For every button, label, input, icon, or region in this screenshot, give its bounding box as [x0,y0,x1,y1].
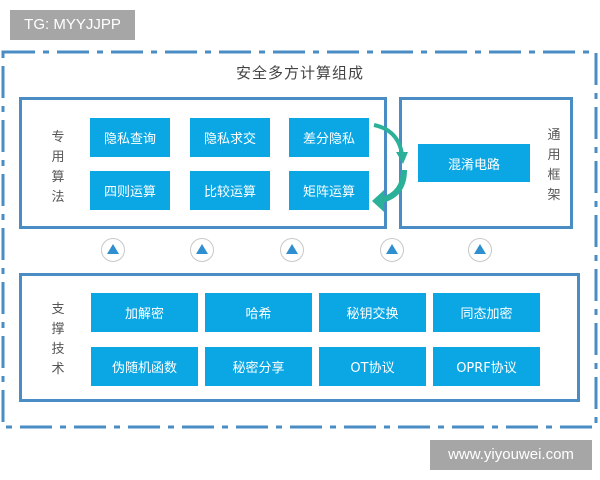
label-char: 算 [51,170,65,185]
label-char: 框 [547,168,561,183]
special-algorithms-label: 专 用 算 法 [50,128,66,208]
watermark: www.yiyouwei.com [430,440,592,470]
label-char: 用 [51,150,65,165]
label-char: 撑 [51,322,65,337]
general-framework-label: 通 用 框 架 [546,126,562,206]
label-char: 专 [51,130,65,145]
block-garbled-circuit: 混淆电路 [418,144,530,182]
up-arrow-icon [101,238,125,262]
up-arrow-icon [190,238,214,262]
block-homomorphic-encryption: 同态加密 [433,293,540,332]
block-secret-sharing: 秘密分享 [205,347,312,386]
block-key-exchange: 秘钥交换 [319,293,426,332]
block-private-query: 隐私查询 [90,118,170,157]
curved-arrow-icon [372,123,408,212]
block-hash: 哈希 [205,293,312,332]
up-arrow-icon [468,238,492,262]
label-char: 术 [51,362,65,377]
tag-label: TG: MYYJJPP [10,10,135,40]
block-private-set-intersection: 隐私求交 [190,118,270,157]
label-char: 架 [547,188,561,203]
block-ot-protocol: OT协议 [319,347,426,386]
up-arrow-icon [280,238,304,262]
block-prf: 伪随机函数 [91,347,198,386]
block-comparison: 比较运算 [190,171,270,210]
label-char: 技 [51,342,65,357]
block-arithmetic: 四则运算 [90,171,170,210]
up-arrow-icon [380,238,404,262]
diagram-title: 安全多方计算组成 [235,64,364,82]
label-char: 法 [51,190,65,205]
label-char: 通 [547,128,561,143]
label-char: 支 [51,302,65,317]
block-matrix: 矩阵运算 [289,171,369,210]
block-encryption: 加解密 [91,293,198,332]
block-differential-privacy: 差分隐私 [289,118,369,157]
block-oprf-protocol: OPRF协议 [433,347,540,386]
label-char: 用 [547,148,561,163]
supporting-tech-label: 支 撑 技 术 [50,300,66,380]
outer-dashed-frame [1,50,598,429]
